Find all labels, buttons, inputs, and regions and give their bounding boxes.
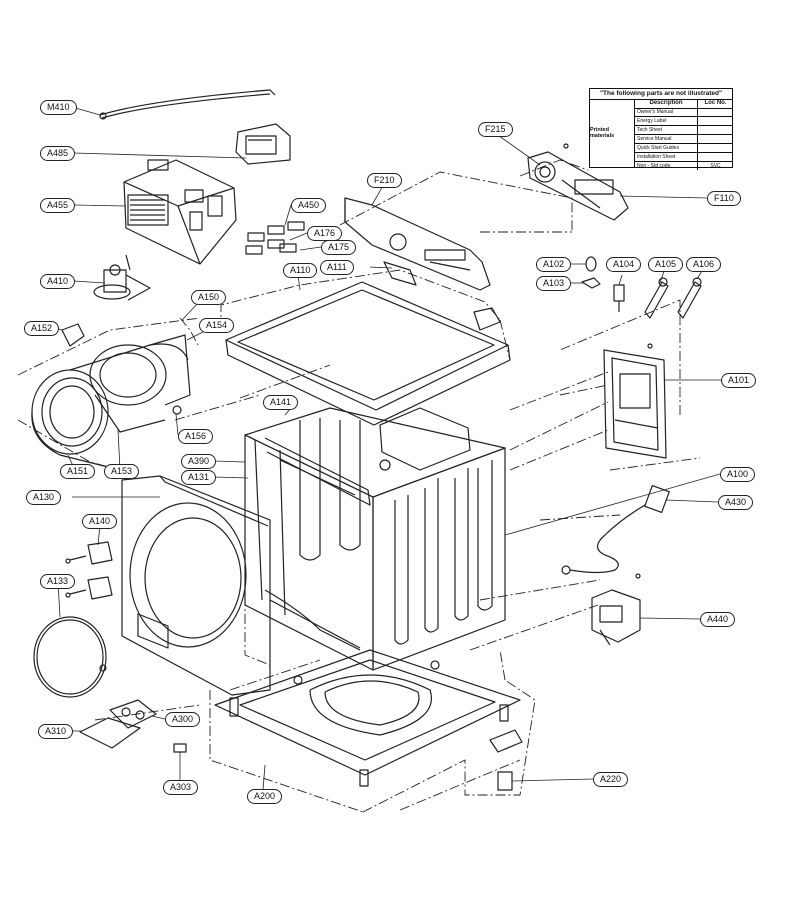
- door-hinges: [65, 541, 113, 600]
- label-A300: A300: [165, 712, 201, 727]
- label-A153: A153: [104, 464, 140, 479]
- row-loc-value: SVC: [697, 162, 733, 170]
- row-description: Service Manual: [637, 136, 672, 142]
- top-hinge: [383, 261, 501, 331]
- row-description: Owner's Manual: [637, 109, 673, 115]
- noise-filter: [591, 589, 641, 646]
- cabinet: [244, 407, 506, 671]
- label-M410: M410: [40, 100, 77, 115]
- label-A176: A176: [307, 226, 343, 241]
- table-header-loc: Loc No.: [697, 99, 733, 109]
- table-group-label: Printed materials: [590, 99, 635, 167]
- table-row: Owner's Manual: [635, 108, 732, 117]
- table-row: Energy Label: [635, 117, 732, 126]
- label-A104: A104: [606, 257, 642, 272]
- label-A440: A440: [700, 612, 736, 627]
- table-row: Service Manual: [635, 135, 732, 144]
- label-F210: F210: [367, 173, 402, 188]
- label-A310: A310: [38, 724, 74, 739]
- front-panel: [121, 475, 271, 696]
- label-A485: A485: [40, 146, 76, 161]
- door-switch: [61, 323, 85, 347]
- row-description: Tech Sheet: [637, 127, 663, 133]
- label-A141: A141: [263, 395, 299, 410]
- label-A303: A303: [163, 780, 199, 795]
- label-A150: A150: [191, 290, 227, 305]
- control-panel: [344, 197, 491, 291]
- rear-cover: [603, 343, 667, 459]
- label-A200: A200: [247, 789, 283, 804]
- hardware-small-parts: [581, 256, 702, 319]
- display-pcb: [235, 123, 291, 165]
- label-A175: A175: [321, 240, 357, 255]
- table-title: "The following parts are not illustrated…: [590, 89, 732, 100]
- clamp-ring: [33, 616, 107, 698]
- row-description: Non - Std code: [637, 163, 671, 169]
- label-A110: A110: [283, 263, 318, 278]
- main-control-board: [123, 159, 237, 265]
- label-A220: A220: [593, 772, 629, 787]
- label-A450: A450: [291, 198, 327, 213]
- label-F215: F215: [478, 122, 513, 137]
- filter-access-door: [79, 699, 157, 749]
- wire-harness: [99, 89, 276, 116]
- label-A152: A152: [24, 321, 60, 336]
- table-row: Quick Start Guides: [635, 144, 732, 153]
- label-A154: A154: [199, 318, 235, 333]
- label-A130: A130: [26, 490, 62, 505]
- label-A101: A101: [721, 373, 757, 388]
- label-F110: F110: [707, 191, 741, 206]
- screw-a303: [173, 743, 187, 753]
- label-A410: A410: [40, 274, 76, 289]
- label-A156: A156: [178, 429, 214, 444]
- panel-pcb: [527, 143, 629, 221]
- row-description: Installation Sheet: [637, 154, 676, 160]
- table-row: Tech Sheet: [635, 126, 732, 135]
- label-A105: A105: [648, 257, 684, 272]
- power-cord: [561, 484, 670, 579]
- label-A430: A430: [718, 495, 754, 510]
- door-assembly: [31, 334, 191, 471]
- label-A103: A103: [536, 276, 572, 291]
- label-A390: A390: [181, 454, 217, 469]
- label-A111: A111: [320, 260, 354, 275]
- label-A100: A100: [720, 467, 756, 482]
- table-row: Installation Sheet: [635, 153, 732, 162]
- label-A455: A455: [40, 198, 76, 213]
- label-A133: A133: [40, 574, 76, 589]
- base-frame: [214, 649, 523, 791]
- not-illustrated-parts-table: "The following parts are not illustrated…: [589, 88, 733, 170]
- row-description: Energy Label: [637, 118, 667, 124]
- table-header-description: Description: [635, 99, 697, 109]
- pcb-clips: [245, 221, 305, 255]
- label-A140: A140: [82, 514, 118, 529]
- drain-pump: [93, 254, 151, 301]
- label-A131: A131: [181, 470, 217, 485]
- table-row: Non - Std code SVC: [635, 162, 733, 170]
- row-description: Quick Start Guides: [637, 145, 679, 151]
- label-A102: A102: [536, 257, 572, 272]
- top-plate: [225, 281, 511, 426]
- label-A106: A106: [686, 257, 722, 272]
- label-A151: A151: [60, 464, 96, 479]
